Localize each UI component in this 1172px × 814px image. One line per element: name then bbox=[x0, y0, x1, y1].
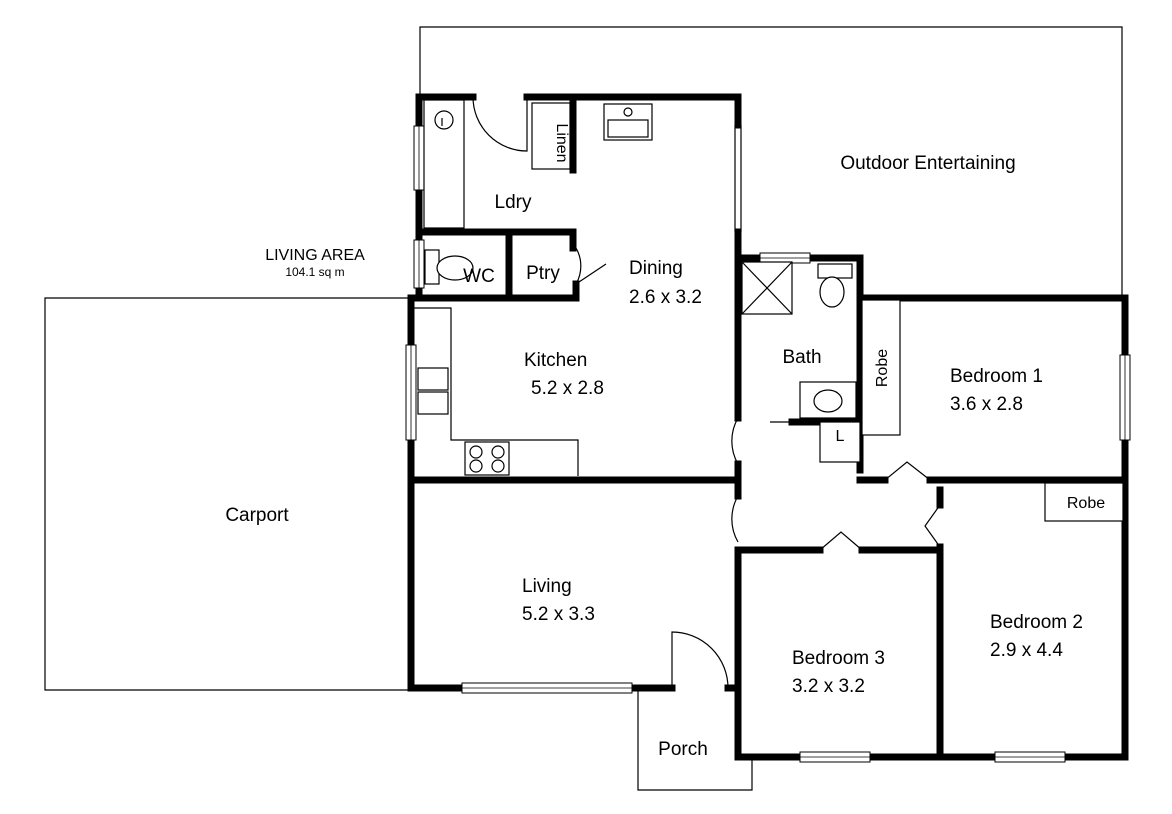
walls bbox=[407, 93, 1129, 761]
room-label-carport: Carport bbox=[225, 505, 289, 526]
room-label-robe-1: Robe bbox=[874, 349, 891, 387]
outdoor-entertaining-outline bbox=[419, 26, 1123, 298]
carport-outline bbox=[44, 297, 411, 691]
room-label-pantry: Ptry bbox=[526, 263, 560, 284]
room-label-dining: Dining bbox=[629, 258, 683, 279]
doors bbox=[472, 96, 941, 689]
room-size-bedroom-2: 2.9 x 4.4 bbox=[990, 640, 1063, 661]
room-label-bedroom-2: Bedroom 2 bbox=[990, 612, 1083, 633]
living-area-summary: LIVING AREA 104.1 sq m bbox=[265, 247, 365, 279]
room-label-bedroom-3: Bedroom 3 bbox=[792, 648, 885, 669]
room-labels: Outdoor Entertaining Ldry Linen WC Ptry … bbox=[225, 123, 1105, 760]
room-label-laundry: Ldry bbox=[495, 192, 532, 213]
room-label-robe-2: Robe bbox=[1067, 495, 1105, 512]
room-label-linen: Linen bbox=[553, 123, 570, 162]
room-label-wc: WC bbox=[463, 266, 495, 287]
room-label-linen-cupboard: L bbox=[836, 428, 845, 445]
room-label-outdoor: Outdoor Entertaining bbox=[840, 153, 1015, 174]
living-area-title: LIVING AREA bbox=[265, 247, 365, 264]
room-label-living: Living bbox=[522, 576, 572, 597]
room-size-dining: 2.6 x 3.2 bbox=[629, 287, 702, 308]
room-size-bedroom-1: 3.6 x 2.8 bbox=[950, 394, 1023, 415]
room-label-kitchen: Kitchen bbox=[524, 350, 587, 371]
room-size-living: 5.2 x 3.3 bbox=[522, 604, 595, 625]
fixtures bbox=[414, 99, 1124, 522]
room-size-kitchen: 5.2 x 2.8 bbox=[531, 378, 604, 399]
porch-outline bbox=[637, 688, 753, 791]
windows bbox=[405, 125, 1131, 763]
living-area-value: 104.1 sq m bbox=[285, 265, 344, 279]
room-label-porch: Porch bbox=[658, 739, 708, 760]
room-label-bedroom-1: Bedroom 1 bbox=[950, 366, 1043, 387]
room-label-bath: Bath bbox=[782, 347, 821, 368]
room-size-bedroom-3: 3.2 x 3.2 bbox=[792, 676, 865, 697]
